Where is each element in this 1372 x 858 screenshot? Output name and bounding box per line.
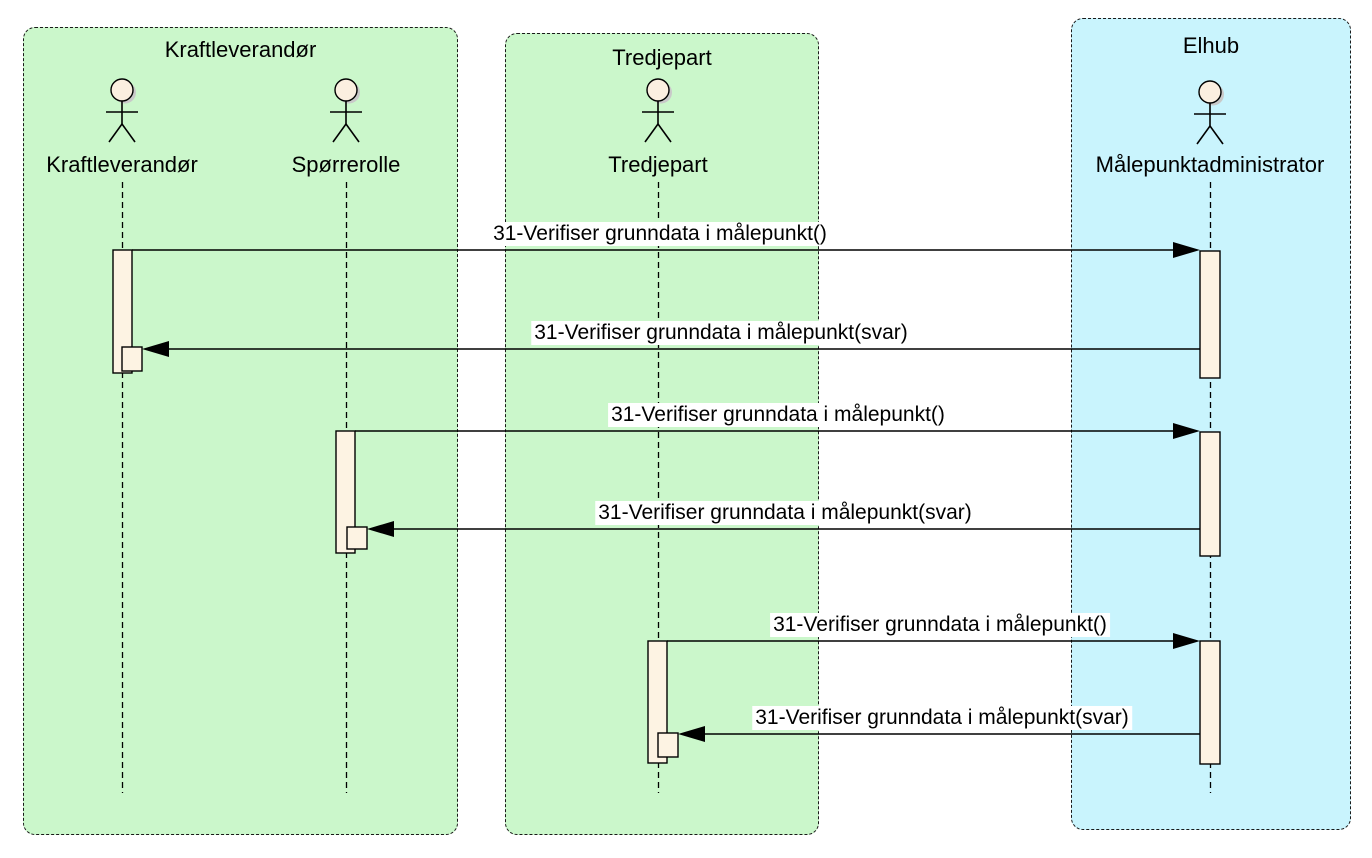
stick-figure-icon bbox=[1194, 80, 1226, 145]
activation-mpa-2 bbox=[1199, 431, 1221, 557]
frame-title-elhub: Elhub bbox=[1182, 33, 1240, 58]
actor-label-tredjepart: Tredjepart bbox=[608, 152, 708, 177]
activation-tredjepart-nested bbox=[657, 732, 679, 758]
actor-malepunktadministrator bbox=[1186, 80, 1234, 153]
message-arrow-5 bbox=[667, 633, 1200, 649]
actor-kraftleverandor bbox=[98, 78, 146, 151]
stick-figure-icon bbox=[642, 78, 674, 143]
activation-kraftleverandor bbox=[112, 249, 133, 374]
actor-label-kraftleverandor: Kraftleverandør bbox=[46, 152, 198, 177]
actor-tredjepart bbox=[634, 78, 682, 151]
actor-label-malepunktadministrator: Målepunktadministrator bbox=[1095, 152, 1325, 177]
message-arrow-2 bbox=[142, 341, 1200, 357]
actor-sporrerolle bbox=[322, 78, 370, 151]
message-label-2: 31-Verifiser grunndata i målepunkt(svar) bbox=[531, 321, 911, 345]
message-arrow-3 bbox=[355, 423, 1200, 439]
actor-label-sporrerolle: Spørrerolle bbox=[291, 152, 401, 177]
activation-sporrerolle bbox=[335, 430, 356, 554]
activation-kraftleverandor-nested bbox=[121, 346, 143, 372]
message-label-1: 31-Verifiser grunndata i målepunkt() bbox=[490, 222, 830, 246]
message-label-4: 31-Verifiser grunndata i målepunkt(svar) bbox=[595, 501, 975, 525]
frame-title-kraftleverandor: Kraftleverandør bbox=[164, 37, 317, 62]
message-label-3: 31-Verifiser grunndata i målepunkt() bbox=[608, 403, 948, 427]
message-label-5: 31-Verifiser grunndata i målepunkt() bbox=[770, 613, 1110, 637]
message-arrow-6 bbox=[678, 726, 1200, 742]
activation-mpa-3 bbox=[1199, 640, 1221, 765]
message-label-6: 31-Verifiser grunndata i målepunkt(svar) bbox=[752, 706, 1132, 730]
frame-title-tredjepart: Tredjepart bbox=[612, 45, 712, 70]
stick-figure-icon bbox=[330, 78, 362, 143]
message-arrow-1 bbox=[132, 242, 1200, 258]
activation-sporrerolle-nested bbox=[346, 526, 368, 550]
stick-figure-icon bbox=[106, 78, 138, 143]
message-arrow-4 bbox=[367, 521, 1200, 537]
activation-mpa-1 bbox=[1199, 250, 1221, 379]
